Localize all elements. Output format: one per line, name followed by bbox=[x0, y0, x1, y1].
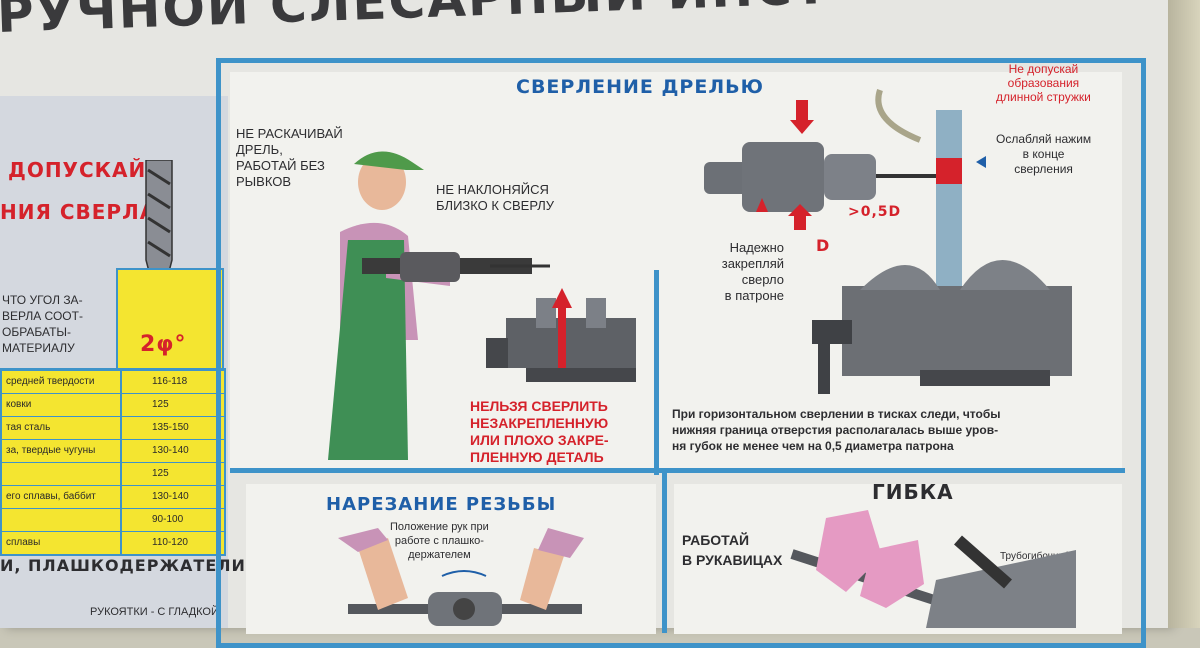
angle-cell: 130-140 bbox=[152, 491, 189, 502]
warn-lean: НЕ НАКЛОНЯЙСЯ БЛИЗКО К СВЕРЛУ bbox=[436, 182, 555, 213]
angle-box bbox=[116, 268, 224, 372]
left-heading-1: ДОПУСКАЙ bbox=[8, 158, 147, 182]
threading-heading: НАРЕЗАНИЕ РЕЗЬБЫ bbox=[326, 494, 557, 515]
warn-unsecured: НЕЛЬЗЯ СВЕРЛИТЬ НЕЗАКРЕПЛЕННУЮ ИЛИ ПЛОХО… bbox=[470, 398, 609, 465]
secure-drill-note: Надежно закрепляй сверло в патроне bbox=[721, 240, 784, 303]
left-footer: И, ПЛАШКОДЕРЖАТЕЛИ bbox=[0, 556, 246, 575]
inner-divider-h bbox=[230, 468, 1125, 473]
poster-title: РУЧНОЙ СЛЕСАРНЫЙ ИНСТ bbox=[0, 0, 831, 44]
angle-note: ЧТО УГОЛ ЗА- ВЕРЛА СООТ- ОБРАБАТЫ- МАТЕР… bbox=[2, 293, 83, 355]
pipe-bending-illustration bbox=[790, 510, 1076, 628]
angle-cell: 90-100 bbox=[152, 514, 184, 525]
drilling-heading: СВЕРЛЕНИЕ ДРЕЛЬЮ bbox=[516, 76, 764, 98]
table-row: за, твердые чугуны 130-140 bbox=[2, 439, 224, 462]
horizontal-vise-illustration bbox=[812, 89, 1072, 394]
left-heading-2: НИЯ СВЕРЛА bbox=[0, 200, 157, 224]
material-cell: его сплавы, баббит bbox=[6, 491, 96, 502]
angle-table: средней твердости 116-118 ковки 125 тая стал… bbox=[0, 368, 226, 556]
diameter-label: D bbox=[816, 236, 831, 255]
left-column: ДОПУСКАЙ НИЯ СВЕРЛА ЧТО УГОЛ ЗА- ВЕРЛА С… bbox=[0, 96, 245, 628]
material-cell: ковки bbox=[6, 399, 32, 410]
bending-heading: ГИБКА bbox=[872, 480, 954, 504]
ease-pressure-note: Ослабляй нажим в конце сверления bbox=[996, 132, 1092, 176]
lower-divider-v bbox=[662, 473, 667, 633]
safety-poster: РУЧНОЙ СЛЕСАРНЫЙ ИНСТ ДОПУСКАЙ НИЯ СВЕРЛ… bbox=[0, 0, 1168, 648]
wall-background bbox=[1168, 0, 1200, 628]
table-row: средней твердости 116-118 bbox=[2, 370, 224, 393]
table-row: сплавы 110-120 bbox=[2, 531, 224, 554]
angle-cell: 116-118 bbox=[152, 376, 188, 387]
angle-cell: 125 bbox=[152, 468, 169, 479]
warn-swing: НЕ РАСКАЧИВАЙ ДРЕЛЬ, РАБОТАЙ БЕЗ РЫВКОВ bbox=[236, 126, 343, 189]
material-cell: за, твердые чугуны bbox=[6, 445, 96, 456]
table-row: тая сталь 135-150 bbox=[2, 416, 224, 439]
angle-symbol: 2φ° bbox=[140, 332, 187, 357]
worker-with-drill-illustration bbox=[328, 151, 550, 460]
hands-position-note: Положение рук при работе с плашко- держа… bbox=[390, 521, 489, 561]
die-holder-illustration bbox=[338, 528, 584, 626]
table-row: его сплавы, баббит 130-140 bbox=[2, 485, 224, 508]
inner-divider-v bbox=[654, 270, 659, 475]
angle-cell: 110-120 bbox=[152, 537, 188, 548]
gloves-note: РАБОТАЙ В РУКАВИЦАХ bbox=[682, 532, 783, 568]
chip-warning: Не допускай образования длинной стружки bbox=[996, 62, 1091, 104]
angle-cell: 130-140 bbox=[152, 445, 189, 456]
drill-chuck-illustration bbox=[704, 100, 958, 230]
table-row: 125 bbox=[2, 462, 224, 485]
vise-illustration bbox=[486, 288, 636, 382]
material-cell: сплавы bbox=[6, 537, 41, 548]
table-row: ковки 125 bbox=[2, 393, 224, 416]
material-cell: тая сталь bbox=[6, 422, 51, 433]
angle-cell: 125 bbox=[152, 399, 169, 410]
offset-label: >0,5D bbox=[848, 204, 902, 220]
left-footer-2: РУКОЯТКИ - С ГЛАДКОЙ bbox=[90, 606, 219, 618]
angle-cell: 135-150 bbox=[152, 422, 189, 433]
material-cell: средней твердости bbox=[6, 376, 95, 387]
horizontal-drilling-note: При горизонтальном сверлении в тисках сл… bbox=[672, 407, 1001, 453]
table-row: 90-100 bbox=[2, 508, 224, 531]
